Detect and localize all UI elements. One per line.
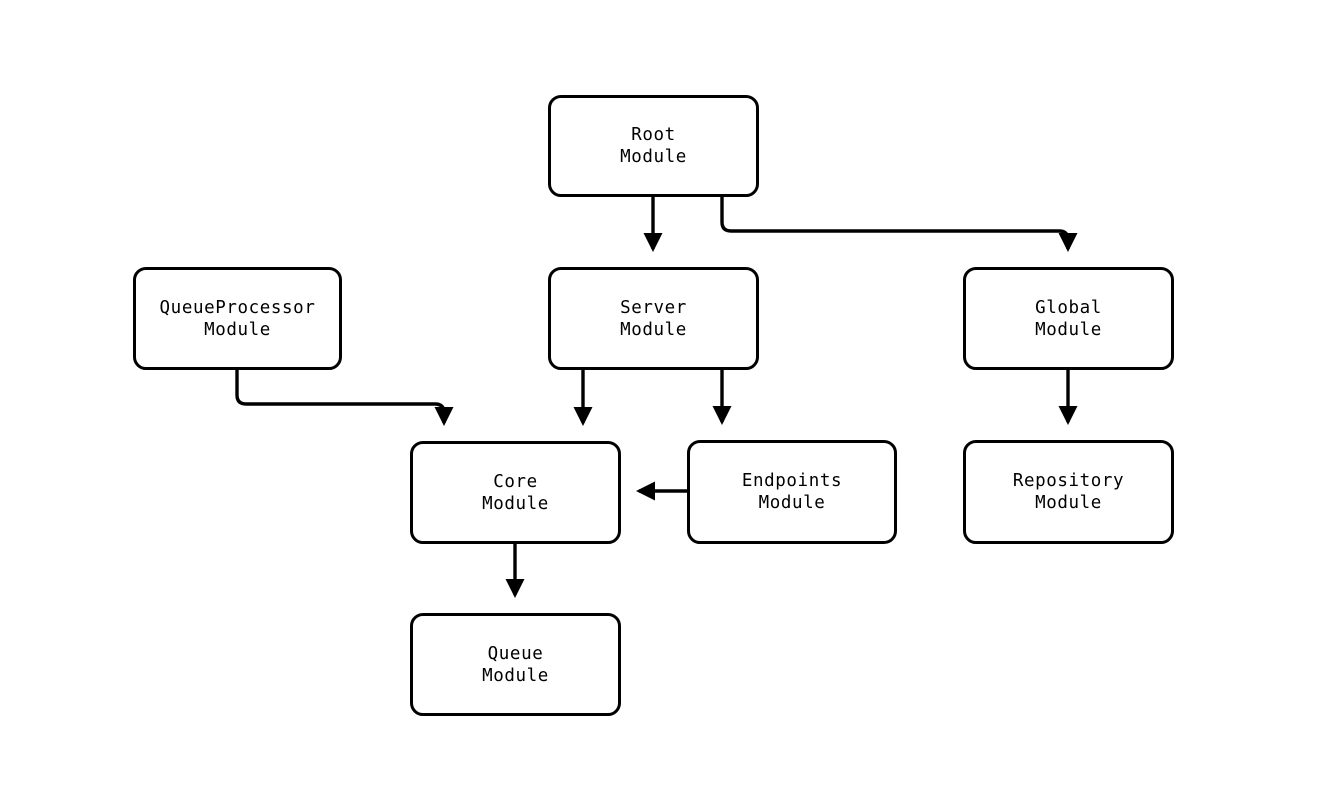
node-root-name: Root <box>631 125 676 145</box>
node-queueprocessor-name: QueueProcessor <box>159 297 316 318</box>
node-server-suffix: Module <box>620 319 687 340</box>
edge-queueprocessor-to-core <box>235 370 454 427</box>
node-endpoints-name: Endpoints <box>741 471 843 491</box>
node-global[interactable]: Global Module <box>963 267 1174 370</box>
node-core-name: Core <box>493 471 538 492</box>
node-endpoints[interactable]: Endpoints Module <box>687 440 897 544</box>
edge-root-to-global <box>720 197 1078 253</box>
node-queue[interactable]: Queue Module <box>410 613 621 716</box>
node-root-suffix: Module <box>620 147 687 167</box>
node-repository-suffix: Module <box>1035 493 1102 513</box>
node-queueprocessor[interactable]: QueueProcessor Module <box>133 267 342 370</box>
node-core-suffix: Module <box>482 493 549 514</box>
node-repository[interactable]: Repository Module <box>963 440 1174 544</box>
node-global-suffix: Module <box>1035 319 1102 340</box>
node-endpoints-suffix: Module <box>758 493 826 513</box>
node-queue-name: Queue <box>487 643 544 664</box>
node-queue-suffix: Module <box>482 665 549 686</box>
node-server-name: Server <box>620 297 687 318</box>
node-server[interactable]: Server Module <box>548 267 759 370</box>
node-queueprocessor-suffix: Module <box>204 319 271 340</box>
node-root[interactable]: Root Module <box>548 95 759 197</box>
node-global-name: Global <box>1035 297 1102 318</box>
node-core[interactable]: Core Module <box>410 441 621 544</box>
node-repository-name: Repository <box>1012 471 1125 491</box>
